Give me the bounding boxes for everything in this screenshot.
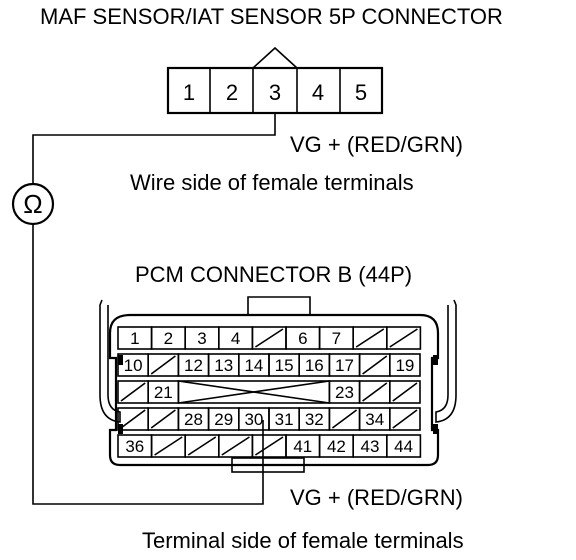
maf-pin-4: 4 — [312, 80, 324, 105]
pcm-pin-16: 16 — [305, 356, 324, 375]
pcm-pin-34: 34 — [365, 410, 384, 429]
pcm-pin-4: 4 — [231, 329, 240, 348]
pcm-pin-36: 36 — [125, 437, 144, 456]
pcm-pin-1: 1 — [130, 329, 139, 348]
pcm-pin-10: 10 — [124, 356, 143, 375]
pcm-unused-slash — [389, 328, 418, 348]
pcm-pin-23: 23 — [335, 383, 354, 402]
maf-connector-key — [250, 46, 300, 69]
pcm-connector-housing — [99, 296, 457, 473]
pcm-probe-label: VG + (RED/GRN) — [290, 485, 463, 510]
pcm-unused-slash — [120, 382, 146, 402]
pcm-pin-30: 30 — [244, 410, 263, 429]
pcm-unused-slash — [331, 409, 358, 429]
maf-connector-title: MAF SENSOR/IAT SENSOR 5P CONNECTOR — [40, 4, 503, 29]
maf-pin-2: 2 — [226, 80, 238, 105]
pcm-unused-slash — [150, 355, 176, 375]
pcm-pin-2: 2 — [164, 329, 173, 348]
pcm-pin-3: 3 — [197, 329, 206, 348]
pcm-pin-13: 13 — [214, 356, 233, 375]
svg-text:Ω: Ω — [23, 189, 42, 219]
pcm-unused-slash — [187, 436, 217, 456]
pcm-unused-slash — [221, 436, 250, 456]
pcm-pin-19: 19 — [395, 356, 414, 375]
pcm-terminal-cell — [385, 326, 422, 350]
maf-pin-5: 5 — [355, 80, 367, 105]
pcm-pin-32: 32 — [305, 410, 324, 429]
pcm-unused-slash — [392, 382, 418, 402]
pcm-pin-43: 43 — [361, 437, 380, 456]
pcm-blank-region — [177, 380, 331, 404]
pcm-pin-15: 15 — [275, 356, 294, 375]
pcm-unused-slash — [355, 328, 385, 348]
lower-test-lead — [32, 224, 264, 505]
maf-view-label: Wire side of female terminals — [130, 170, 414, 195]
pcm-pin-44: 44 — [394, 437, 413, 456]
pcm-unused-slash — [254, 328, 284, 348]
pcm-pin-14: 14 — [244, 356, 263, 375]
pcm-pin-28: 28 — [184, 410, 203, 429]
pcm-pin-21: 21 — [154, 383, 173, 402]
pcm-pin-17: 17 — [335, 356, 354, 375]
pcm-unused-slash — [392, 409, 418, 429]
pcm-pin-42: 42 — [327, 437, 346, 456]
maf-probe-label: VG + (RED/GRN) — [290, 132, 463, 157]
pcm-pin-31: 31 — [275, 410, 294, 429]
pcm-unused-slash — [150, 409, 176, 429]
pcm-unused-slash — [154, 436, 183, 456]
pcm-pin-6: 6 — [298, 329, 307, 348]
pcm-view-label: Terminal side of female terminals — [142, 528, 464, 553]
maf-pin-3: 3 — [269, 80, 281, 105]
pcm-terminal-cell — [388, 353, 421, 377]
pcm-terminal-cell — [385, 434, 422, 458]
pcm-connector-title: PCM CONNECTOR B (44P) — [135, 262, 412, 287]
pcm-unused-slash — [362, 355, 388, 375]
pcm-unused-slash — [120, 409, 146, 429]
pcm-pin-41: 41 — [293, 437, 312, 456]
pcm-pin-7: 7 — [332, 329, 341, 348]
pcm-unused-slash — [362, 382, 388, 402]
pcm-pin-29: 29 — [214, 410, 233, 429]
pcm-unused-slash — [254, 436, 284, 456]
maf-pin-1: 1 — [183, 80, 195, 105]
maf-connector: 1 2 3 4 5 — [166, 46, 384, 115]
pcm-terminal-cell — [388, 407, 421, 431]
pcm-blank-cross — [178, 380, 330, 404]
pcm-pin-12: 12 — [184, 356, 203, 375]
upper-test-lead — [32, 113, 276, 184]
ohmmeter-icon: Ω — [11, 182, 55, 226]
pcm-terminal-cell — [388, 380, 421, 404]
